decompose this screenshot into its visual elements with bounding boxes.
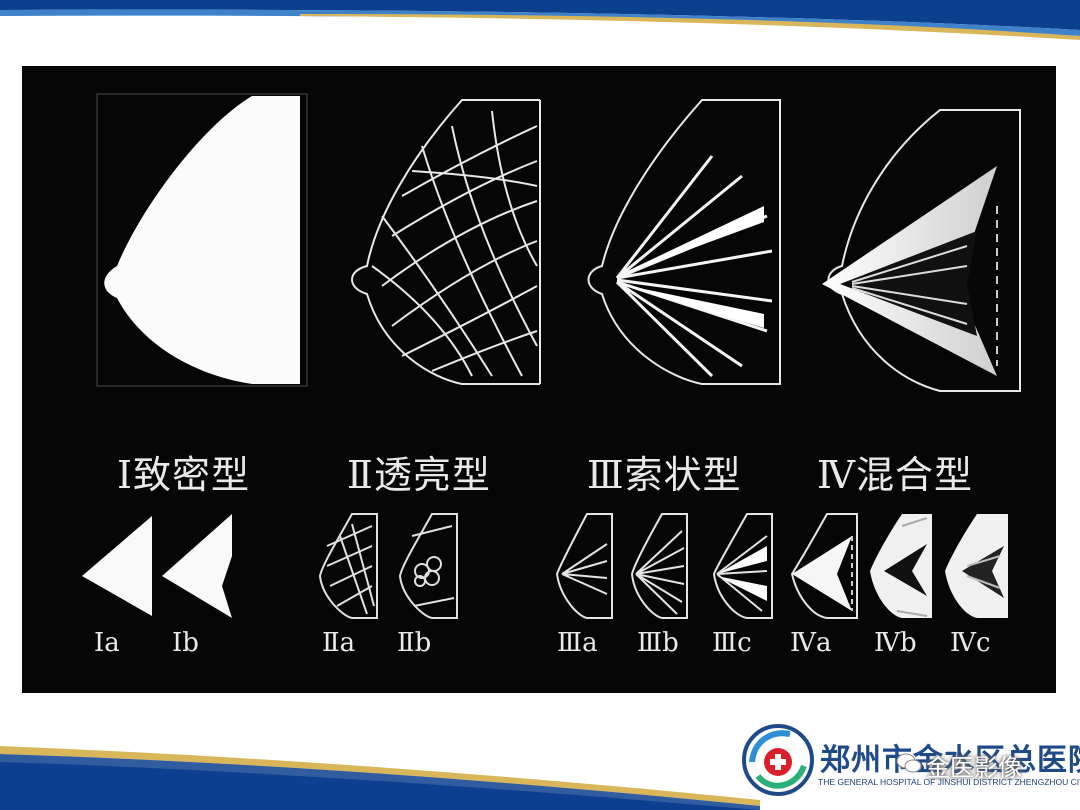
type3-cord-figure <box>587 99 781 385</box>
breast-type-diagram: Ⅰ致密型 Ⅱ透亮型 Ⅲ索状型 Ⅳ混合型 Ⅰa Ⅰb Ⅱa Ⅱb Ⅲa Ⅲb Ⅲc… <box>22 66 1056 693</box>
subtype-4b-label: Ⅳb <box>874 628 917 658</box>
subtype-4b-figure <box>870 514 932 618</box>
watermark-text: 金医影像 <box>926 754 1022 782</box>
type3-label: Ⅲ索状型 <box>587 453 742 497</box>
subtype-2b-figure <box>398 513 458 619</box>
type2-lucent-figure <box>351 99 541 385</box>
subtype-1b-label: Ⅰb <box>172 628 199 658</box>
bottom-decorative-band <box>0 746 760 810</box>
subtype-2b-label: Ⅱb <box>397 628 432 658</box>
subtype-1b-figure <box>162 514 232 618</box>
subtype-3b-figure <box>630 513 688 619</box>
subtype-2a-figure <box>318 513 378 619</box>
subtype-3a-figure <box>555 513 613 619</box>
diagram-drawing <box>82 93 1021 619</box>
subtype-4c-figure <box>945 514 1008 618</box>
subtype-1a-figure <box>82 516 152 616</box>
type2-label: Ⅱ透亮型 <box>347 453 491 497</box>
type4-label: Ⅳ混合型 <box>817 453 973 497</box>
hospital-name-english: THE GENERAL HOSPITAL OF JINSHUI DISTRICT… <box>818 777 1080 787</box>
wechat-watermark-icon <box>896 753 922 773</box>
subtype-2a-label: Ⅱa <box>322 628 356 658</box>
subtype-1a-label: Ⅰa <box>94 628 120 658</box>
type1-dense-figure <box>96 93 308 387</box>
subtype-3a-label: Ⅲa <box>557 628 598 658</box>
subtype-4a-figure <box>790 513 858 619</box>
type4-mixed-figure <box>822 109 1021 392</box>
subtype-4c-label: Ⅳc <box>950 628 991 658</box>
subtype-3c-label: Ⅲc <box>712 628 752 658</box>
type1-label: Ⅰ致密型 <box>117 453 251 497</box>
subtype-3c-figure <box>712 513 773 619</box>
top-decorative-band <box>0 0 1080 40</box>
hospital-name-chinese: 郑州市金水区总医院 <box>820 743 1080 778</box>
subtype-4a-label: Ⅳa <box>790 628 832 658</box>
subtype-3b-label: Ⅲb <box>637 628 679 658</box>
hospital-logo-icon <box>742 724 814 796</box>
